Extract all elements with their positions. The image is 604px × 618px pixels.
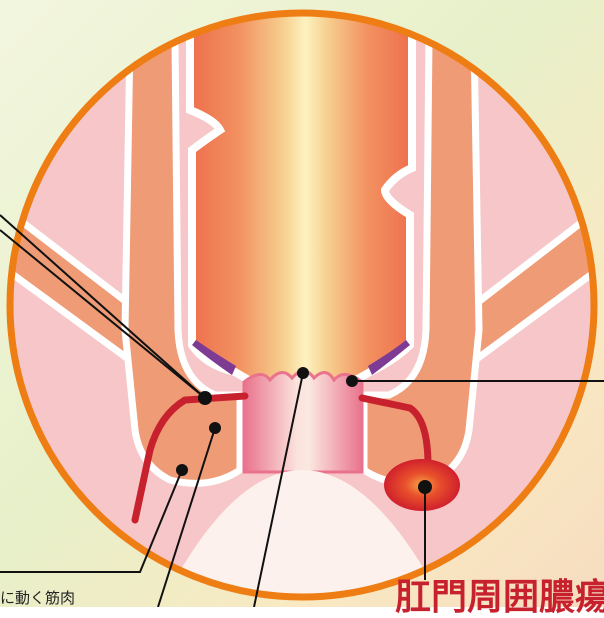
dot-crypt-right	[346, 375, 358, 387]
rectum	[190, 0, 412, 382]
anal-canal	[244, 371, 362, 472]
dot-internal-sphincter	[209, 422, 221, 434]
dot-external-sphincter	[176, 464, 188, 476]
abscess-caption: 肛門周囲膿瘍	[395, 578, 604, 618]
dot-dentate-center	[297, 367, 309, 379]
dot-abscess	[418, 480, 432, 494]
dot-dentate-left	[198, 391, 212, 405]
muscle-caption: に動く筋肉	[0, 590, 75, 607]
